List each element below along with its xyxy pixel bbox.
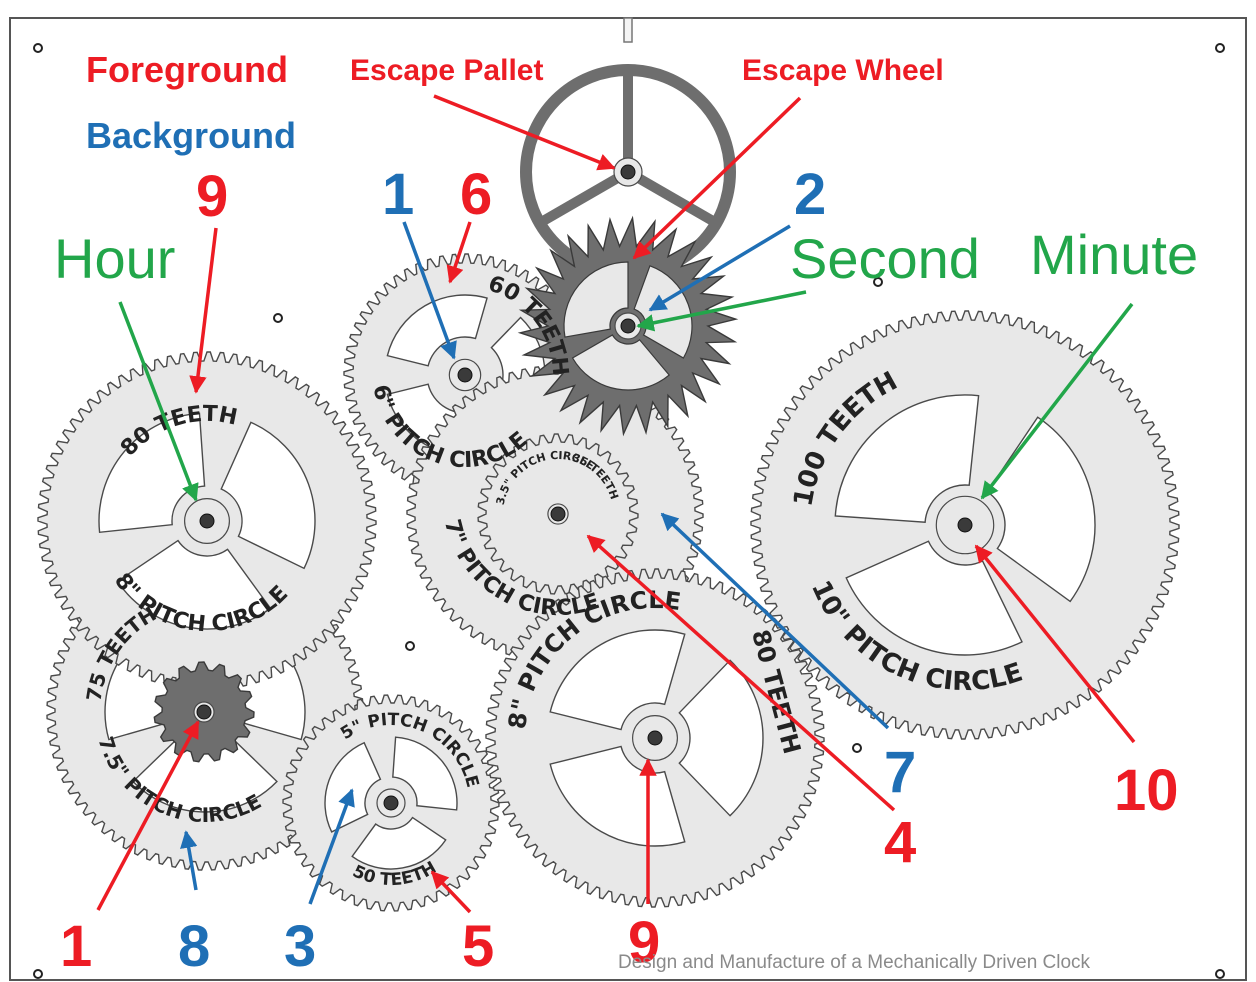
gear-50-teeth-spoke-window <box>324 741 382 833</box>
gear-80a-teeth-spoke-window <box>220 421 316 570</box>
legend-foreground: Foreground <box>86 49 288 90</box>
arrow-hour <box>118 301 199 502</box>
escape-pallet-spoke <box>625 167 718 227</box>
number-7: 7 <box>884 740 916 805</box>
screw-holes <box>33 43 1225 979</box>
gear-80b-teeth-spoke-window <box>549 629 686 731</box>
arrow-9-top <box>189 227 218 394</box>
arrow-8 <box>180 830 198 891</box>
arrow-6 <box>446 221 472 284</box>
arrow-minute <box>980 302 1134 500</box>
escape-wheel <box>517 215 739 437</box>
label-second: Second <box>790 227 980 290</box>
gear-35-teeth <box>477 433 639 595</box>
footer-title: Design and Manufacture of a Mechanically… <box>618 952 1091 973</box>
number-1-top: 1 <box>382 162 414 227</box>
escape-pallet-axle <box>620 164 636 180</box>
arrow-7 <box>660 512 890 730</box>
arrow-escape-wheel <box>632 96 802 260</box>
gear-50-teeth-spoke-window <box>392 736 458 811</box>
number-8: 8 <box>178 914 210 979</box>
gear-60-teeth-spoke-window <box>386 294 488 367</box>
gear-50-teeth <box>282 694 500 912</box>
gear-100-teeth <box>750 310 1180 740</box>
gear-100-teeth-axle <box>957 517 973 533</box>
number-5: 5 <box>462 914 494 979</box>
number-4: 4 <box>884 810 916 875</box>
gear-35-teeth-axle <box>550 506 566 522</box>
number-9-bottom: 9 <box>628 910 660 975</box>
gear-60-teeth-axle <box>457 367 473 383</box>
arrow-second <box>636 290 807 332</box>
pinion-gear-axle <box>196 704 212 720</box>
number-9-top: 9 <box>196 164 228 229</box>
label-minute: Minute <box>1030 223 1198 286</box>
escape-wheel-axle <box>620 318 636 334</box>
gear-100-teeth-spoke-window <box>986 416 1096 603</box>
escape-pallet-spoke <box>538 167 631 227</box>
pinion-gear <box>153 661 255 763</box>
label-hour: Hour <box>54 227 175 290</box>
arrow-5 <box>430 870 472 914</box>
arrow-10 <box>974 544 1136 744</box>
number-1-bottom: 1 <box>60 914 92 979</box>
gear-train <box>37 64 1180 912</box>
gear-80a-teeth-spoke-window <box>116 539 272 630</box>
legend-background: Background <box>86 115 296 156</box>
number-10: 10 <box>1114 758 1179 823</box>
gear-100-teeth-spoke-window <box>834 394 980 523</box>
labels: Foreground Background Escape Pallet Esca… <box>54 49 1198 979</box>
arrow-1-bottom <box>96 720 200 911</box>
number-3: 3 <box>284 914 316 979</box>
escape-pallet <box>520 64 736 280</box>
gear-80b-teeth-spoke-window <box>678 659 764 817</box>
gear-80a-teeth <box>37 351 377 691</box>
gear-80b-teeth <box>485 568 825 908</box>
label-escape-wheel: Escape Wheel <box>742 54 944 87</box>
escape-wheel-window <box>563 261 629 338</box>
number-6: 6 <box>460 162 492 227</box>
arrow-4 <box>586 534 896 812</box>
gear-50-teeth-spoke-window <box>351 816 447 870</box>
arrow-2 <box>648 224 791 312</box>
arrow-3 <box>308 788 355 905</box>
top-post <box>623 17 633 43</box>
arrow-1-top <box>402 221 457 360</box>
label-escape-pallet: Escape Pallet <box>350 54 543 87</box>
escape-wheel-window <box>571 334 670 391</box>
gear-80b-teeth-axle <box>647 730 663 746</box>
arrow-escape-pallet <box>433 94 616 171</box>
callout-arrows <box>96 94 1136 914</box>
gear-80a-teeth-spoke-window <box>98 412 206 534</box>
gear-80a-teeth-axle <box>199 513 215 529</box>
gear-50-teeth-axle <box>383 795 399 811</box>
gear-100-teeth-spoke-window <box>845 540 1023 656</box>
number-2: 2 <box>794 162 826 227</box>
